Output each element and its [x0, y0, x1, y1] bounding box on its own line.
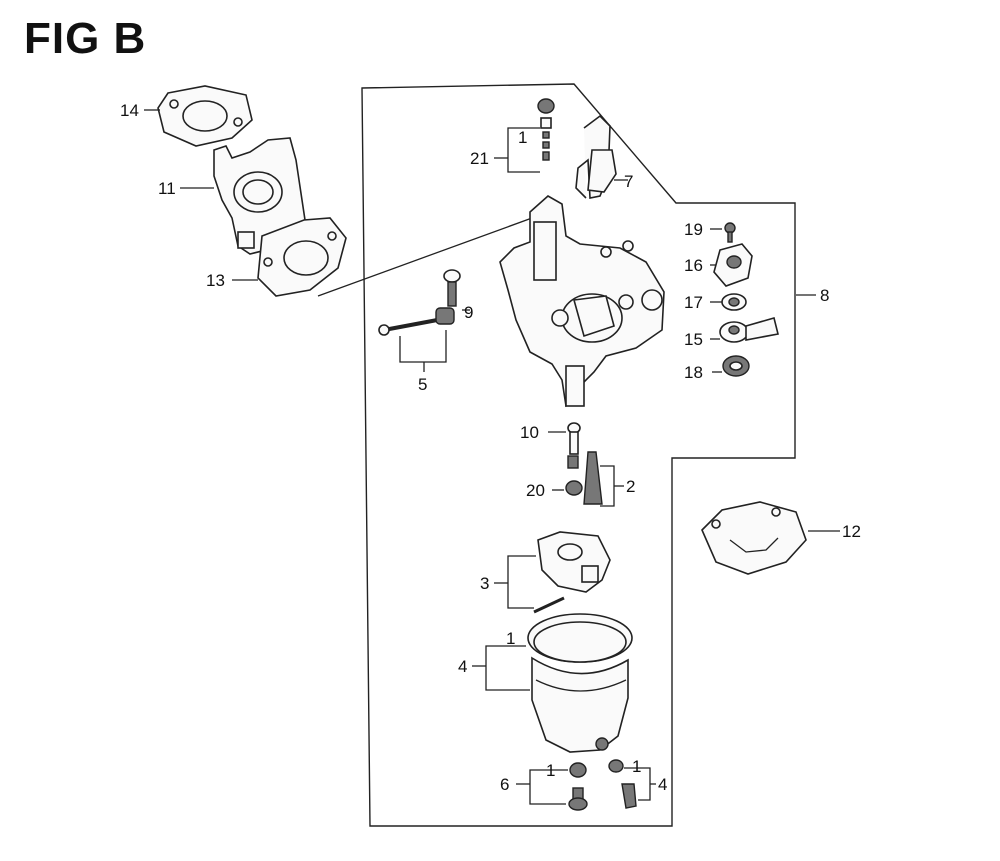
label-part-3: 3 — [480, 574, 489, 593]
label-part-1-left: 1 — [546, 761, 555, 780]
part-12-gasket — [701, 501, 807, 575]
label-part-15: 15 — [684, 330, 703, 349]
label-part-20: 20 — [526, 481, 545, 500]
label-part-8: 8 — [820, 286, 829, 305]
label-part-1-top: 1 — [518, 128, 527, 147]
label-part-14: 14 — [120, 101, 139, 120]
part-3-float — [533, 531, 611, 614]
label-part-9: 9 — [464, 303, 473, 322]
part-6-drain-bolt — [568, 762, 588, 811]
label-part-7: 7 — [624, 172, 633, 191]
part-14-gasket — [157, 85, 253, 147]
part-4-float-bowl — [527, 613, 633, 753]
part-15-float-arm — [719, 317, 779, 343]
figure-title: FIG B — [24, 14, 147, 63]
part-7-bracket — [575, 114, 617, 199]
part-16-cap — [713, 243, 753, 287]
label-part-12: 12 — [842, 522, 861, 541]
label-part-1-bowl: 1 — [506, 629, 515, 648]
part-17-ring — [721, 293, 747, 311]
part-9-screw — [443, 269, 461, 307]
label-part-18: 18 — [684, 363, 703, 382]
part-4-drain-screw — [608, 759, 637, 809]
label-part-5: 5 — [418, 375, 427, 394]
part-20-washer — [565, 480, 583, 496]
label-part-4-right: 4 — [658, 775, 667, 794]
label-part-6: 6 — [500, 775, 509, 794]
label-part-4-bowl: 4 — [458, 657, 467, 676]
label-part-10: 10 — [520, 423, 539, 442]
label-part-11: 11 — [158, 179, 176, 198]
label-part-13: 13 — [206, 271, 225, 290]
carburetor-body — [499, 195, 665, 408]
label-part-19: 19 — [684, 220, 703, 239]
part-13-gasket — [257, 217, 347, 297]
label-part-16: 16 — [684, 256, 703, 275]
label-part-17: 17 — [684, 293, 703, 312]
part-18-washer — [722, 355, 750, 377]
label-part-1-right: 1 — [632, 757, 641, 776]
label-part-21: 21 — [470, 149, 489, 168]
part-19-screw — [724, 222, 736, 243]
part-5-pilot-screw — [378, 307, 455, 336]
part-10-needle-jet — [567, 422, 581, 469]
part-21-screw-set — [537, 98, 555, 161]
part-2-main-jet — [583, 451, 603, 505]
label-part-2: 2 — [626, 477, 635, 496]
part-11-insulator — [213, 137, 306, 255]
